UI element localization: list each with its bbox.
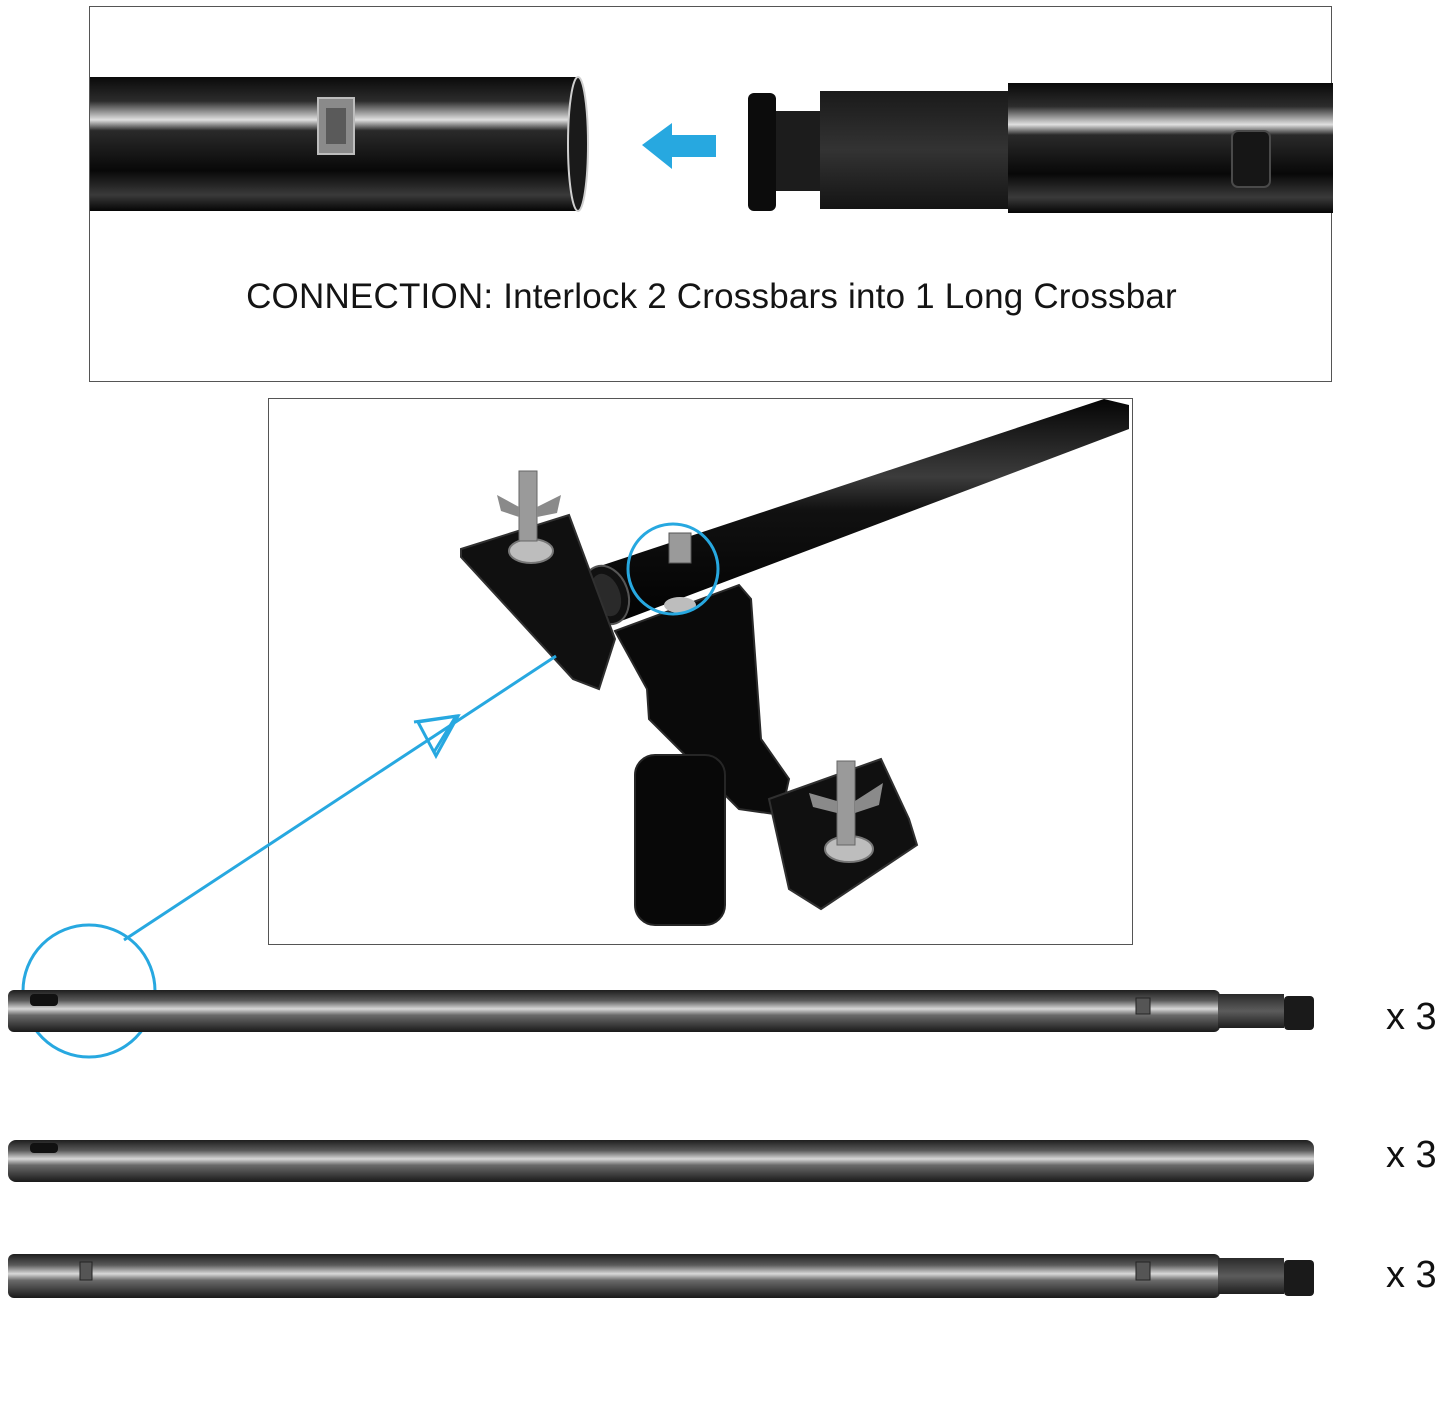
lock-button — [1231, 130, 1271, 188]
connection-panel: CONNECTION: Interlock 2 Crossbars into 1… — [89, 6, 1333, 382]
quantity-label: x 3 — [1386, 1254, 1437, 1296]
male-tube-end — [748, 83, 1333, 213]
bracket-plate-right — [767, 757, 919, 911]
quantity-label: x 3 — [1386, 1134, 1437, 1176]
bracket-panel — [268, 398, 1133, 945]
connection-caption: CONNECTION: Interlock 2 Crossbars into 1… — [246, 277, 1177, 316]
callout-circle-icon — [21, 923, 157, 1059]
callout-circle-icon — [626, 522, 720, 616]
crossbar-3 — [8, 1254, 1314, 1298]
crossbar-1 — [8, 990, 1314, 1032]
bracket-plate-left — [460, 470, 617, 691]
crossbar-2 — [8, 1140, 1314, 1182]
stand-socket — [634, 754, 726, 926]
bracket-photo — [460, 399, 1129, 926]
bracket-body — [613, 583, 791, 926]
crossbar-in-bracket — [581, 399, 1129, 626]
arrow-left-icon — [642, 123, 716, 169]
locking-pin — [664, 532, 696, 613]
connection-photo — [90, 76, 1333, 213]
quantity-label: x 3 — [1386, 996, 1437, 1038]
female-tube-end — [90, 76, 589, 212]
